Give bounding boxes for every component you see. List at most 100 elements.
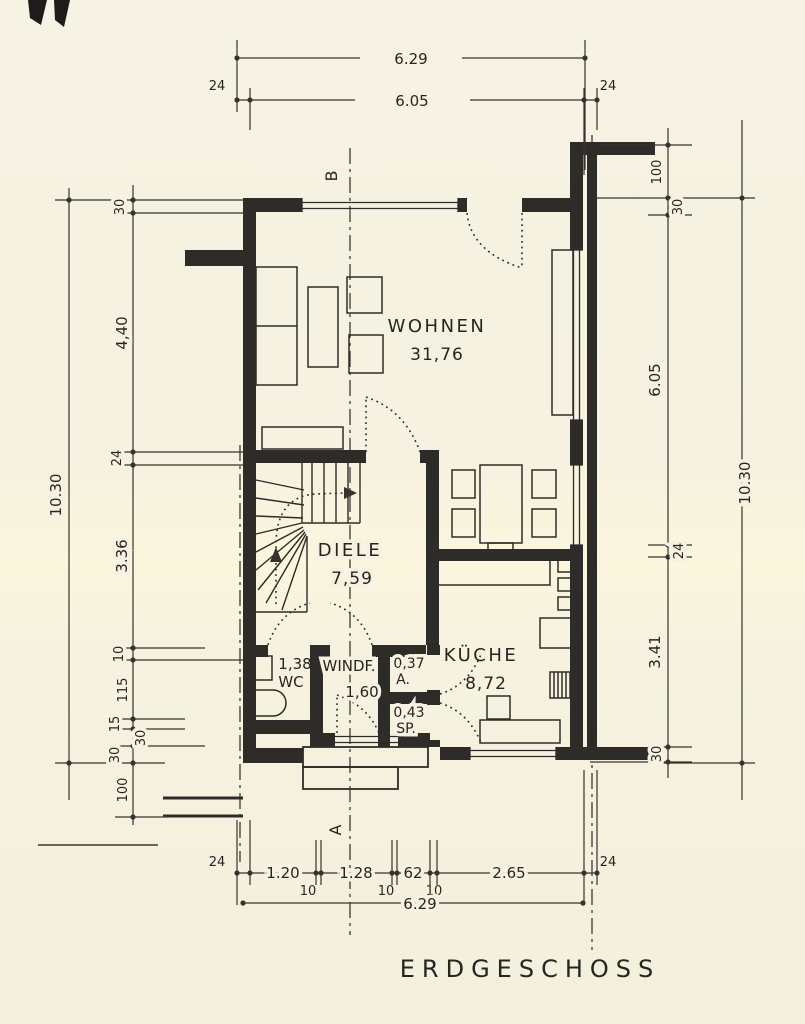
dim-bottom-total: 6.29 (403, 895, 436, 913)
section-marker-bottom: A (326, 824, 345, 835)
dim-bottom-wall-right: 24 (600, 855, 617, 870)
dining-chair-4 (531, 508, 557, 538)
terrace-wall-top-stub (583, 142, 655, 155)
dim-left-h336: 3.36 (113, 539, 131, 572)
room-label-kueche: KÜCHE (444, 644, 518, 666)
room-area-abstellraum: 0,37 (393, 656, 424, 672)
entrance-door-sill (335, 735, 398, 744)
dim-bottom-d4: 2.65 (492, 864, 525, 882)
room-area-diele: 7,59 (331, 569, 373, 589)
stair-start-arrow (270, 547, 282, 562)
windows (301, 198, 583, 760)
washbasin (252, 655, 273, 681)
dimensions-top: 6.29 6.05 24 24 (209, 40, 617, 175)
sideboard-bottom (261, 426, 344, 450)
dim-top-wall-right: 24 (600, 79, 617, 94)
entrance-door (336, 694, 380, 734)
exterior-lines (38, 746, 429, 846)
dim-top-total: 6.29 (394, 50, 427, 68)
living-room-furniture (246, 249, 574, 450)
fridge (539, 617, 574, 649)
dim-left-t30a: 30 (134, 730, 149, 747)
dining-chair-3 (531, 469, 557, 499)
dim-right-total: 10.30 (736, 462, 754, 505)
dim-left-w24: 24 (110, 450, 125, 467)
dimensions-right: 100 30 6.05 24 3.41 30 10.30 (590, 120, 758, 800)
dim-bottom-wall-left: 24 (209, 855, 226, 870)
window-right-living (570, 249, 583, 421)
dim-right-w30: 30 (671, 199, 686, 216)
storage-a-door (439, 651, 483, 695)
dim-right-h605: 6.05 (646, 363, 664, 396)
dim-left-h100: 100 (116, 778, 131, 803)
stair-walk-line (275, 492, 345, 604)
dimensions-bottom: 24 1.20 10 1.28 10 62 10 2.65 24 6.29 (209, 770, 617, 917)
dim-bottom-t1: 10 (300, 884, 317, 899)
doors (267, 212, 523, 746)
dining-chair-2 (451, 508, 476, 538)
page-title: ERDGESCHOSS (400, 955, 660, 983)
stair-direction-arrow (344, 487, 357, 499)
room-area-speisekammer: 0,43 (393, 705, 424, 721)
entrance-step-2 (302, 766, 399, 790)
dim-left-w30: 30 (113, 199, 128, 216)
dim-bottom-d3: 62 (403, 864, 422, 882)
room-label-windfang: WINDF. (322, 657, 375, 675)
dim-right-w30b: 30 (650, 746, 665, 763)
dim-bottom-d2: 1.28 (339, 864, 372, 882)
room-labels: WOHNEN 31,76 DIELE 7,59 KÜCHE 8,72 1,38 … (278, 316, 518, 741)
kitchen-fixtures (432, 558, 576, 744)
terrace-wall-right (587, 155, 597, 747)
dim-bottom-d1: 1.20 (266, 864, 299, 882)
sideboard-right (551, 249, 574, 416)
dimensions-left: 10.30 30 4,40 24 3.36 10 115 15 30 30 10… (44, 185, 243, 825)
dim-bottom-t2: 10 (378, 884, 395, 899)
window-right-dining (570, 464, 583, 546)
staircase (255, 463, 361, 613)
dim-left-h440: 4,40 (113, 316, 131, 349)
dining-chair-1 (451, 469, 476, 499)
dim-left-h115: 115 (116, 678, 131, 703)
terrace-door (466, 212, 523, 269)
vestibule-inner-door (329, 602, 373, 646)
window-top-2 (524, 198, 570, 212)
dim-right-h100: 100 (650, 160, 665, 185)
wc-fixtures (252, 655, 287, 717)
room-area-wohnen: 31,76 (410, 345, 464, 365)
neighbor-wall-top-left-stub (185, 250, 243, 266)
dim-right-h341: 3.41 (646, 635, 664, 668)
dining-table (479, 464, 523, 544)
section-marker-top: B (322, 171, 341, 182)
dim-bottom-t3: 10 (426, 884, 443, 899)
dim-left-t30b: 30 (108, 747, 123, 764)
room-label-diele: DIELE (318, 540, 382, 561)
window-top-1 (301, 198, 459, 212)
armchair-1 (346, 276, 383, 314)
dim-left-t10: 10 (112, 646, 127, 663)
scan-artifacts (28, 0, 70, 27)
room-area-wc: 1,38 (278, 655, 311, 673)
section-markers: B A (322, 171, 345, 836)
dim-left-total: 10.30 (47, 474, 65, 517)
dim-left-t15: 15 (108, 716, 123, 733)
dim-top-wall-left: 24 (209, 79, 226, 94)
coffee-table (307, 286, 339, 368)
dim-top-inner: 6.05 (395, 92, 428, 110)
dim-right-w24: 24 (672, 543, 687, 560)
kitchen-counter-bottom (479, 719, 561, 744)
stove (486, 695, 511, 720)
kitchen-counter (432, 559, 551, 586)
entrance-step-1 (302, 746, 429, 768)
toilet (254, 689, 287, 717)
room-label-speisekammer: SP. (396, 721, 416, 737)
living-room-door (365, 396, 421, 453)
window-kitchen-bottom (469, 747, 557, 760)
dining-furniture (451, 464, 557, 557)
room-area-kueche: 8,72 (465, 674, 507, 694)
section-lines (239, 135, 593, 950)
armchair-2 (348, 334, 384, 374)
wc-door (267, 602, 311, 646)
room-label-wohnen: WOHNEN (388, 316, 487, 337)
